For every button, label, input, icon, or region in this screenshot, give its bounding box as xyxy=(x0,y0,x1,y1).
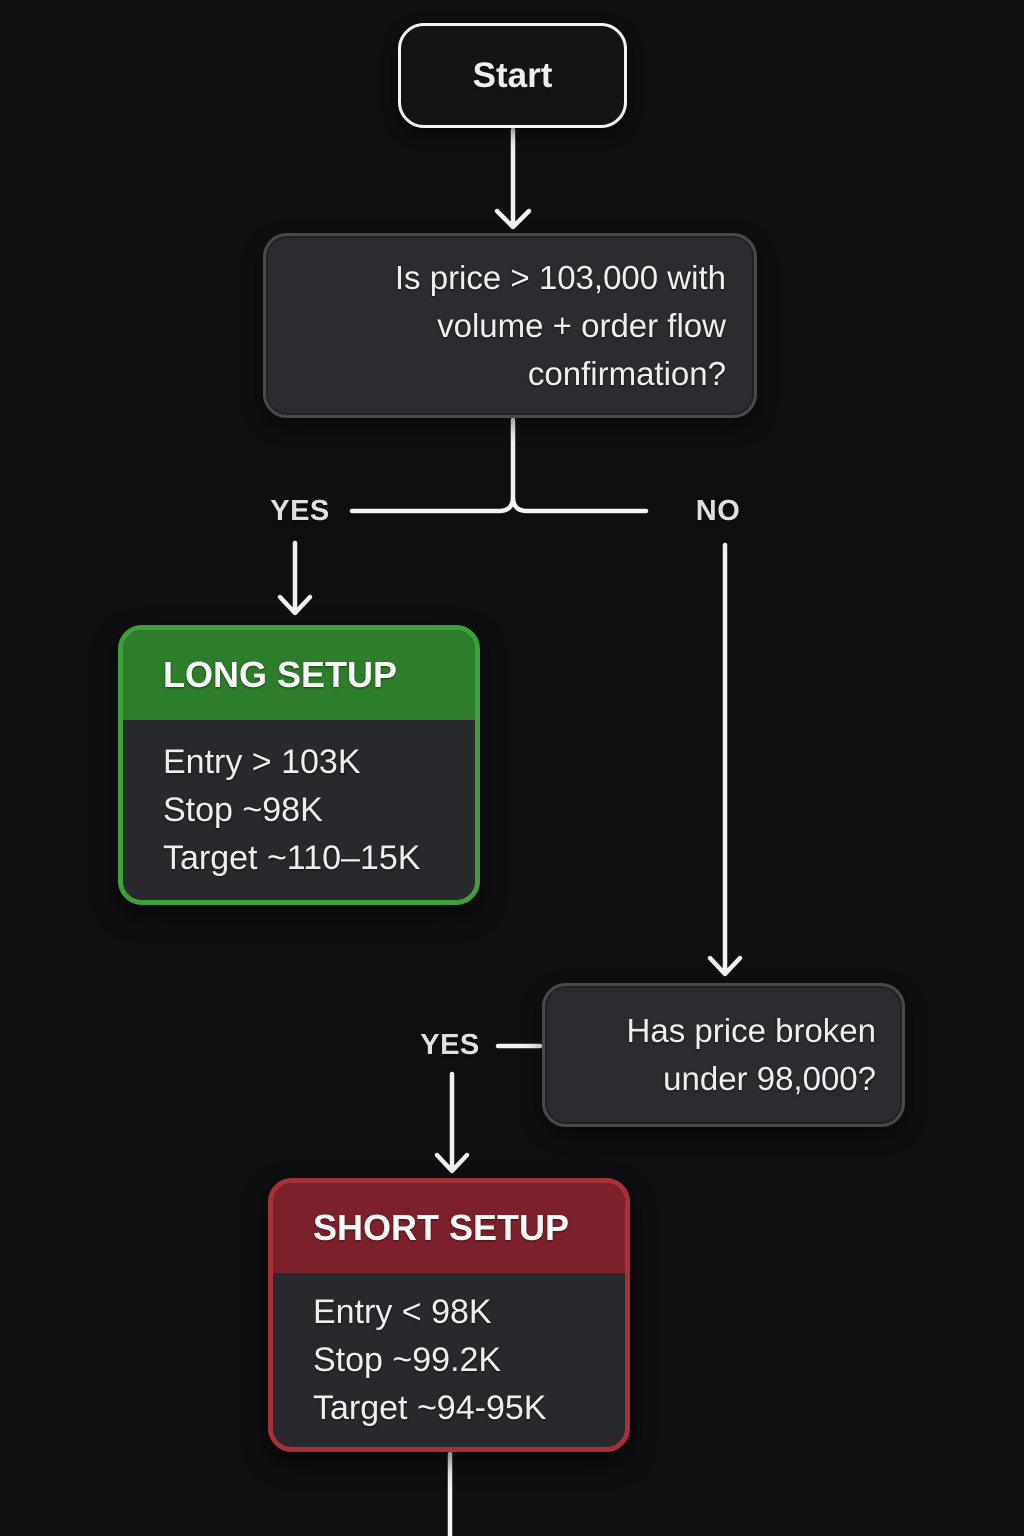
decision-breakout-line1: Is price > 103,000 with xyxy=(394,258,726,296)
decision-breakdown-line2: under 98,000? xyxy=(663,1060,876,1097)
arrow-yes2-to-short-setup xyxy=(434,1071,470,1174)
long-setup-title: LONG SETUP xyxy=(163,654,398,695)
decision-breakout-line3: confirmation? xyxy=(527,354,726,392)
decision-node-breakdown: Has price broken under 98,000? xyxy=(542,983,905,1127)
decision-breakout-line2: volume + order flow xyxy=(437,306,726,344)
short-setup-body: Entry < 98K Stop ~99.2K Target ~94-95K xyxy=(273,1273,625,1447)
long-setup-node: LONG SETUP Entry > 103K Stop ~98K Target… xyxy=(118,625,480,905)
arrow-yes-to-long-setup xyxy=(277,540,313,616)
long-setup-header: LONG SETUP xyxy=(123,630,475,720)
short-setup-node: SHORT SETUP Entry < 98K Stop ~99.2K Targ… xyxy=(268,1178,630,1452)
arrow-no-to-decision2 xyxy=(707,542,743,977)
short-setup-row-entry: Entry < 98K xyxy=(313,1293,492,1331)
short-setup-row-stop: Stop ~99.2K xyxy=(313,1341,502,1379)
decision-breakdown-line1: Has price broken xyxy=(626,1012,876,1049)
start-label: Start xyxy=(472,55,553,95)
long-setup-row-target: Target ~110–15K xyxy=(163,839,421,877)
long-setup-row-entry: Entry > 103K xyxy=(163,743,361,781)
long-setup-row-stop: Stop ~98K xyxy=(163,791,323,829)
decision-node-breakout: Is price > 103,000 with volume + order f… xyxy=(263,233,757,418)
arrow-start-to-decision xyxy=(494,127,532,230)
branch-split-connector xyxy=(349,417,649,514)
short-setup-row-target: Target ~94-95K xyxy=(313,1389,547,1427)
short-setup-title: SHORT SETUP xyxy=(313,1207,570,1248)
short-setup-header: SHORT SETUP xyxy=(273,1183,625,1273)
long-setup-body: Entry > 103K Stop ~98K Target ~110–15K xyxy=(123,720,475,900)
edge-label-yes-breakout: YES xyxy=(270,495,330,527)
start-node: Start xyxy=(398,23,627,128)
edge-label-yes-breakdown: YES xyxy=(420,1029,480,1061)
edge-label-no-breakout: NO xyxy=(695,495,741,527)
